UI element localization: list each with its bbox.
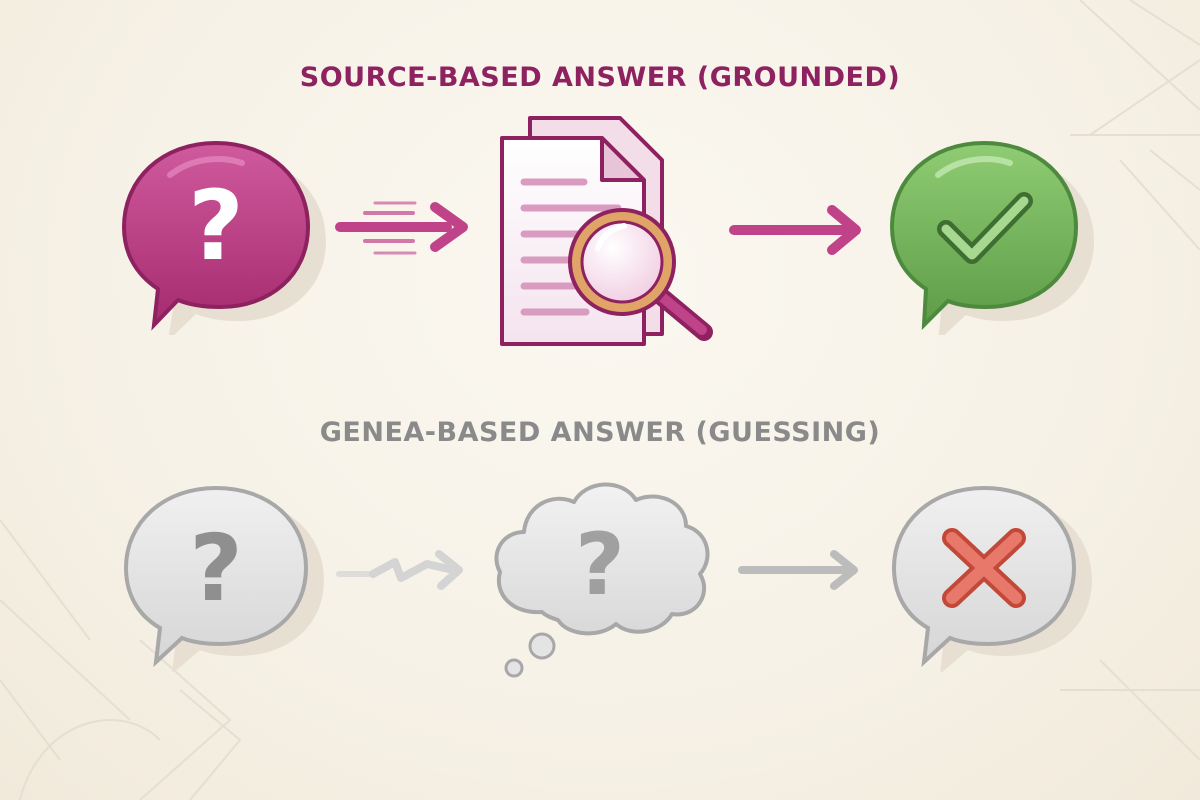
question-speech-bubble-icon: ? <box>121 140 326 335</box>
heading-grounded: SOURCE-BASED ANSWER (GROUNDED) <box>299 62 901 93</box>
svg-text:?: ? <box>189 515 242 622</box>
question-speech-bubble-icon: ? <box>123 485 324 672</box>
checkmark-speech-bubble-icon <box>889 140 1094 335</box>
document-magnifier-icon <box>500 116 713 346</box>
arrow-right-icon <box>738 550 858 590</box>
cross-speech-bubble-icon <box>891 485 1092 672</box>
thought-cloud-question-icon: ? <box>494 482 710 678</box>
arrow-right-icon <box>729 205 861 255</box>
motion-arrow-icon <box>335 201 468 255</box>
svg-text:?: ? <box>188 170 244 282</box>
heading-guessing: GENEA-BASED ANSWER (GUESSING) <box>319 417 881 448</box>
svg-text:?: ? <box>575 515 625 615</box>
zigzag-arrow-icon <box>336 550 463 590</box>
